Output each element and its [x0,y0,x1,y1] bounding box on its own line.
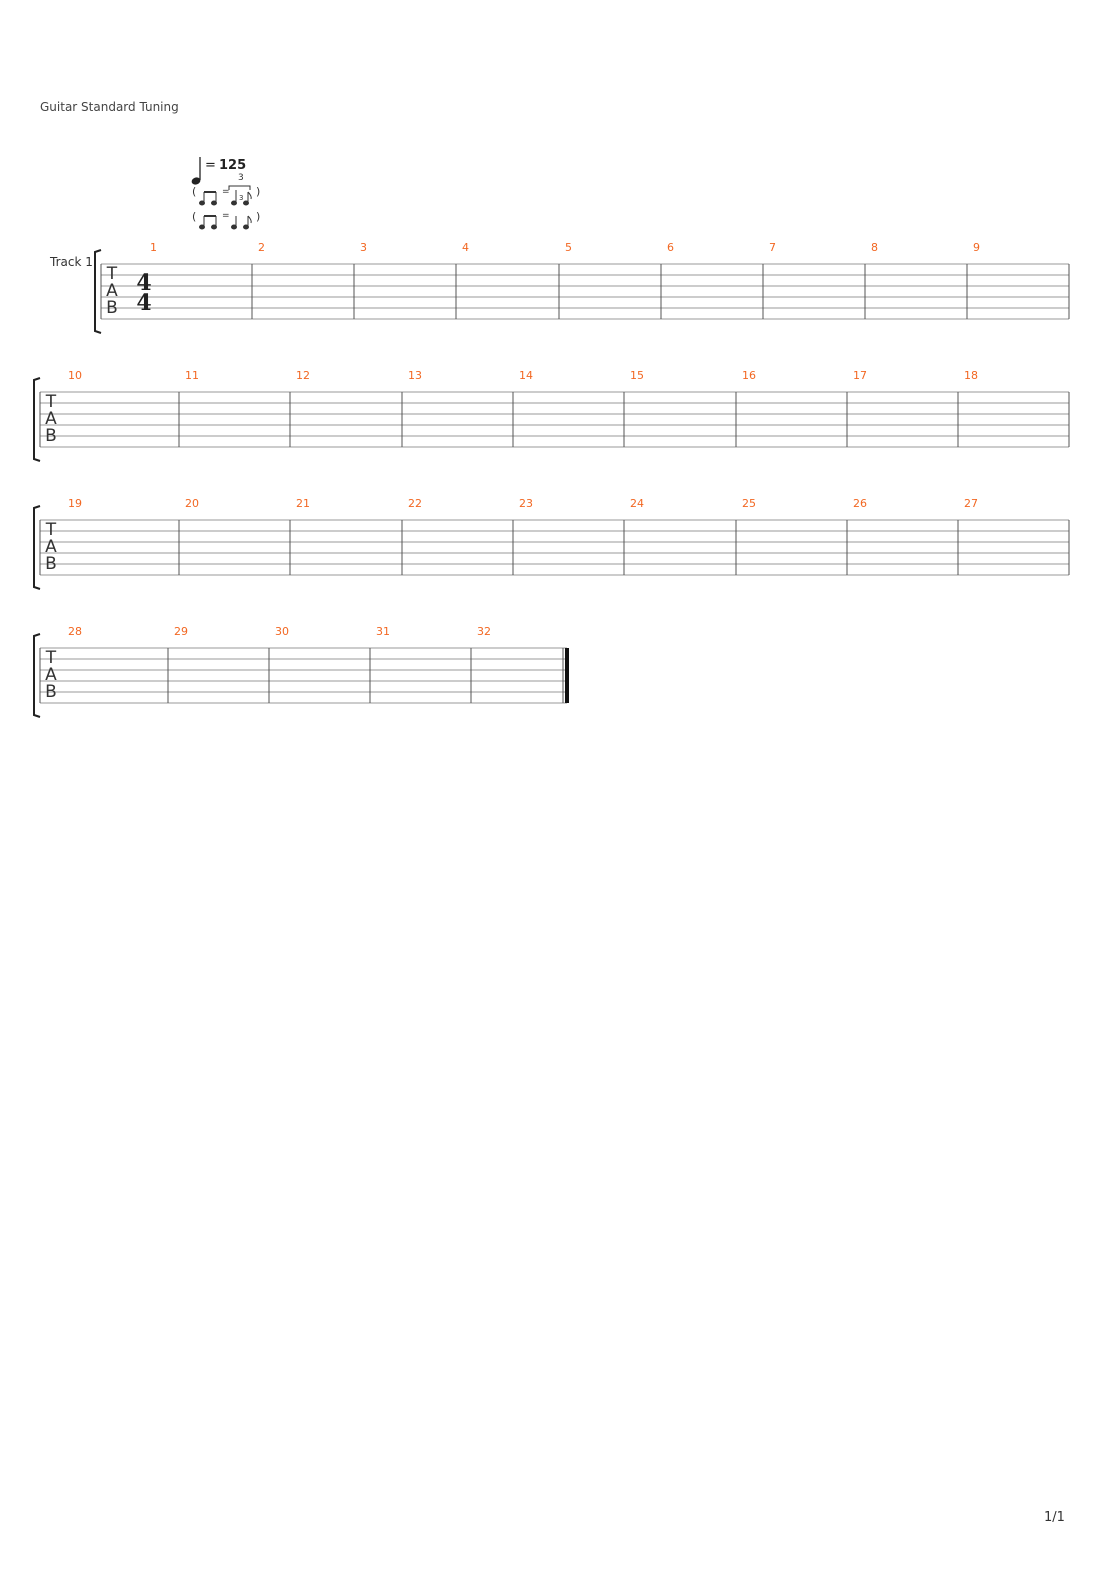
svg-text:=: = [222,187,230,197]
measure-number: 7 [769,241,776,254]
tuplet-number: 3 [238,173,244,183]
svg-text:3: 3 [239,194,243,202]
measure-number: 24 [630,497,644,510]
tab-clef-letter: B [45,554,57,574]
tab-clef-letter: T [45,648,57,668]
measure-number: 1 [150,241,157,254]
time-signature-digit: 4 [136,290,151,316]
measure-number: 8 [871,241,878,254]
tab-clef-letter: T [106,264,118,284]
measure-number: 2 [258,241,265,254]
system-bracket [33,377,41,462]
measure-number: 29 [174,625,188,638]
svg-text:): ) [256,185,260,198]
tab-clef-letter: A [45,409,57,429]
measure-number: 10 [68,369,82,382]
tab-system: TAB 10 11 12 13 14 15 16 17 18 [33,369,1070,462]
measure-number: 30 [275,625,289,638]
tab-clef-letter: B [45,682,57,702]
tab-system: TAB 28 29 30 31 32 [33,625,569,718]
tab-clef-letter: A [45,665,57,685]
measure-number: 4 [462,241,469,254]
measure-number: 18 [964,369,978,382]
tempo-value: 125 [219,158,246,173]
svg-text:=: = [205,158,216,173]
measure-number: 26 [853,497,867,510]
page-number: 1/1 [1044,1510,1065,1525]
measure-number: 6 [667,241,674,254]
measure-number: 17 [853,369,867,382]
tab-clef-letter: B [106,298,118,318]
measure-number: 21 [296,497,310,510]
measure-number: 25 [742,497,756,510]
measure-number: 15 [630,369,644,382]
measure-number: 19 [68,497,82,510]
measure-number: 27 [964,497,978,510]
measure-number: 13 [408,369,422,382]
tab-system: TAB 19 20 21 22 23 24 25 26 27 [33,497,1070,590]
measure-number: 14 [519,369,533,382]
measure-number: 23 [519,497,533,510]
measure-number: 28 [68,625,82,638]
quarter-note-icon [191,177,201,185]
time-signature-digit: 4 [136,270,151,296]
system-bracket [33,505,41,590]
tuning-label: Guitar Standard Tuning [40,100,179,114]
svg-text:(: ( [192,185,196,198]
tab-clef-letter: T [45,520,57,540]
measure-number: 22 [408,497,422,510]
system-bracket [33,633,41,718]
tempo-marking: = 125 3 ( = 3 ) ( = [191,157,260,230]
svg-text:): ) [256,210,260,223]
svg-text:(: ( [192,210,196,223]
measure-number: 32 [477,625,491,638]
measure-number: 31 [376,625,390,638]
svg-text:=: = [222,211,230,221]
measure-number: 12 [296,369,310,382]
tab-clef-letter: A [45,537,57,557]
tab-clef-letter: B [45,426,57,446]
swing-rhythm-icon: ( = 3 ) [192,185,260,206]
measure-number: 11 [185,369,199,382]
tab-clef-letter: T [45,392,57,412]
system-bracket [94,249,102,334]
measure-number: 3 [360,241,367,254]
measure-number: 16 [742,369,756,382]
swing-rhythm-icon: ( = ) [192,210,260,230]
tab-clef-letter: A [106,281,118,301]
measure-number: 9 [973,241,980,254]
measure-number: 5 [565,241,572,254]
track-name: Track 1 [50,255,93,269]
measure-number: 20 [185,497,199,510]
